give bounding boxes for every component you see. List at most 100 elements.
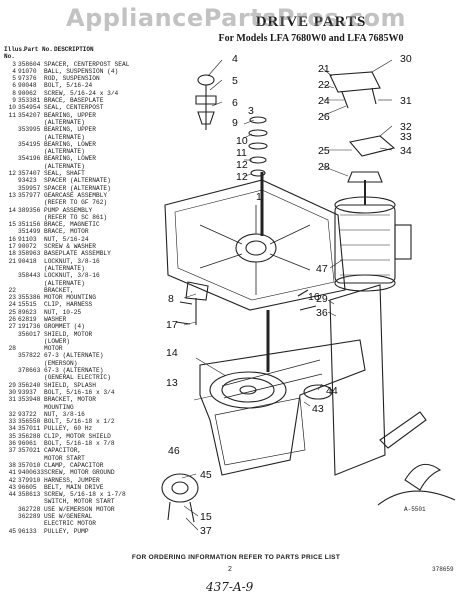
description-cell: MOTOR: [44, 345, 63, 353]
illus-no-cell: 37: [8, 447, 16, 455]
description-cell: SHIELD, MOTOR: [44, 330, 93, 338]
description-cell: SPACER (ALTERNATE): [44, 184, 111, 192]
callout-32: 32: [400, 121, 412, 133]
illus-no-cell: 42: [8, 476, 16, 484]
callout-4: 4: [232, 53, 238, 65]
figure-code: A-5501: [404, 506, 426, 513]
illus-no-cell: 33: [8, 418, 16, 426]
callout-33: 33: [400, 131, 412, 143]
part-no-cell: 93937: [18, 388, 37, 396]
illus-no-cell: 24: [8, 301, 16, 309]
description-cell: BRACE, MAGNETIC: [44, 221, 100, 229]
description-cell: SCREW, 5/16-24 x 3/4: [44, 89, 119, 97]
part-no-cell: 357977: [18, 191, 41, 199]
illus-no-cell: 16: [8, 235, 16, 243]
table-row: (LOWER): [4, 338, 154, 345]
description-cell: GROMMET (4): [44, 323, 85, 331]
callout-30: 30: [400, 53, 412, 65]
callout-45: 45: [200, 469, 212, 481]
callout-9: 9: [232, 117, 238, 129]
description-cell: PUMP ASSEMBLY: [44, 206, 93, 214]
description-cell: BRACKET, MOTOR: [44, 396, 96, 404]
callout-44: 44: [326, 385, 338, 397]
illus-no-cell: 3: [12, 60, 16, 68]
description-cell: SPACER, CENTERPOST SEAL: [44, 60, 130, 68]
description-cell: MOTOR START: [44, 454, 85, 462]
callout-12: 12: [236, 171, 248, 183]
part-no-cell: 90048: [18, 82, 37, 90]
part-no-cell: 96061: [18, 440, 37, 448]
description-cell: SCREW & WASHER: [44, 243, 96, 251]
part-no-cell: 356017: [18, 330, 41, 338]
callout-36: 36: [316, 307, 328, 319]
description-cell: (ALTERNATE): [44, 162, 85, 170]
description-cell: NUT, 5/16-24: [44, 235, 89, 243]
handwritten-note: 437-A-9: [206, 580, 254, 594]
description-cell: BEARING, LOWER: [44, 155, 96, 163]
illus-no-cell: 8: [12, 89, 16, 97]
description-cell: BALL, SUSPENSION (4): [44, 67, 119, 75]
callout-17: 17: [166, 319, 178, 331]
description-cell: (GENERAL ELECTRIC): [44, 374, 111, 382]
description-cell: BRACE, MOTOR: [44, 228, 89, 236]
document-code: 378659: [432, 566, 454, 573]
part-no-cell: 90072: [18, 243, 37, 251]
illus-no-cell: 22: [8, 286, 16, 294]
description-cell: CLIP, HARNESS: [44, 301, 93, 309]
callout-15: 15: [200, 511, 212, 523]
description-cell: NUT, 3/8-16: [44, 410, 85, 418]
callout-12: 12: [236, 159, 248, 171]
illus-no-cell: 15: [8, 221, 16, 229]
illus-no-cell: 31: [8, 396, 16, 404]
motor-shield: [329, 284, 386, 476]
callout-47: 47: [316, 263, 328, 275]
description-cell: ROD, SUSPENSION: [44, 75, 100, 83]
description-cell: SCREW, MOTOR GROUND: [44, 469, 115, 477]
description-cell: (REFER TO SC 861): [44, 213, 108, 221]
description-cell: WASHER: [44, 315, 67, 323]
callout-13: 13: [166, 377, 178, 389]
part-no-cell: 15515: [18, 301, 37, 309]
table-row: ELECTRIC MOTOR: [4, 520, 154, 527]
description-cell: CAPACITOR,: [44, 447, 82, 455]
description-cell: LOCKNUT, 3/8-16: [44, 272, 100, 280]
part-no-cell: 362728: [18, 505, 41, 513]
callout-43: 43: [312, 403, 324, 415]
callout-10: 10: [236, 135, 248, 147]
part-no-cell: 362289: [18, 513, 41, 520]
part-no-cell: 389356: [18, 206, 41, 214]
illus-no-cell: 5: [12, 75, 16, 83]
description-cell: USE W/EMERSON MOTOR: [44, 505, 115, 513]
part-no-cell: 354954: [18, 104, 41, 112]
part-no-cell: 90062: [18, 89, 37, 97]
description-cell: (ALTERNATE): [44, 264, 85, 272]
part-no-cell: 353995: [18, 126, 41, 134]
gearcase: [199, 339, 366, 476]
part-no-cell: 355386: [18, 294, 41, 302]
part-no-cell: 358963: [18, 250, 41, 258]
description-cell: PULLEY, 60 Hz: [44, 425, 93, 433]
part-no-cell: 358613: [18, 491, 41, 499]
illus-no-cell: 4: [12, 67, 16, 75]
